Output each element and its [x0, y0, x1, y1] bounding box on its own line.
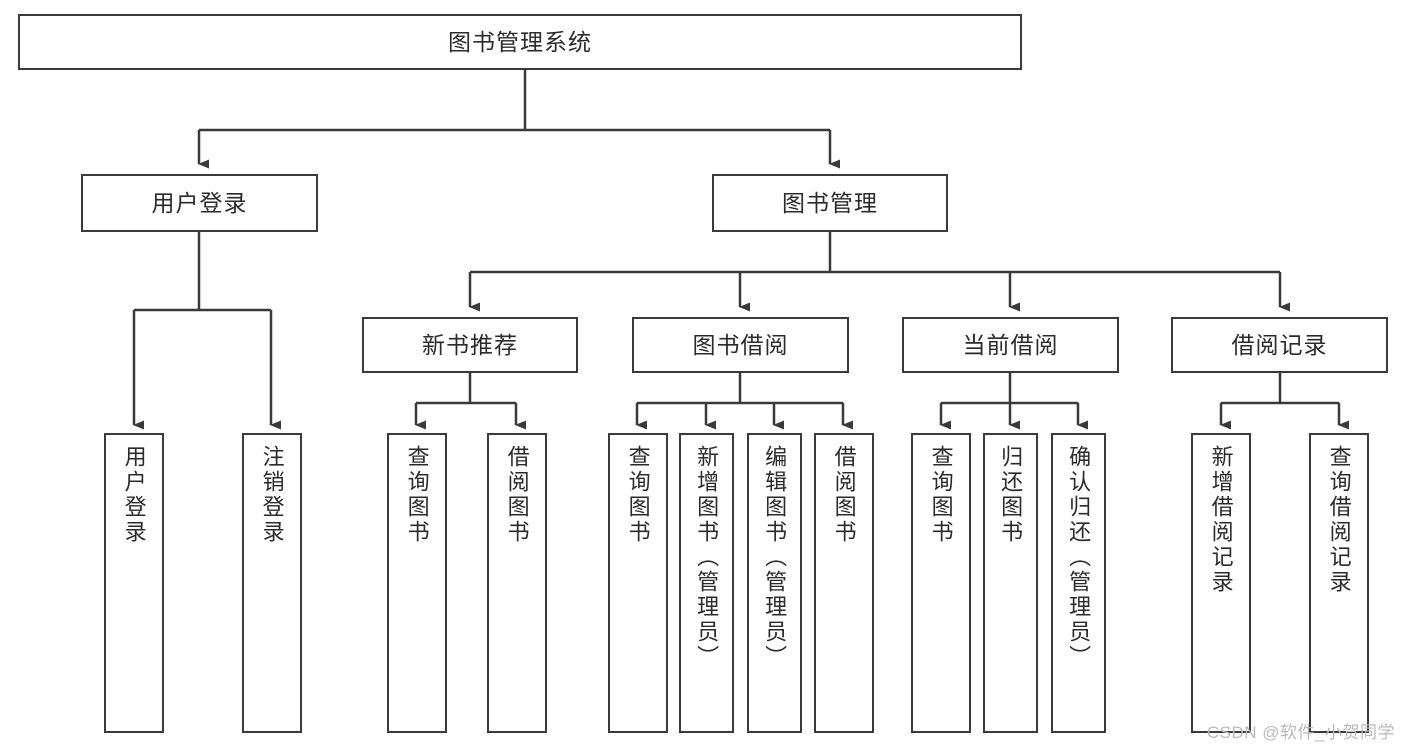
node-label: 新书推荐 [422, 331, 518, 358]
node-label: 编辑图书（管理员） [762, 445, 788, 670]
node-book-borrow[interactable]: 图书借阅 [632, 317, 849, 373]
node-borrow-record[interactable]: 借阅记录 [1171, 317, 1388, 373]
node-label: 借阅记录 [1231, 331, 1328, 358]
leaf-add-borrow-record[interactable]: 新增借阅记录 [1191, 433, 1251, 733]
leaf-confirm-return-admin[interactable]: 确认归还（管理员） [1051, 433, 1106, 733]
node-label: 查询图书 [928, 445, 954, 545]
node-current-borrow[interactable]: 当前借阅 [902, 317, 1119, 373]
leaf-user-login[interactable]: 用户登录 [104, 433, 164, 733]
node-label: 图书借阅 [692, 331, 789, 358]
leaf-borrow-book[interactable]: 借阅图书 [814, 433, 874, 733]
leaf-query-book-recommend[interactable]: 查询图书 [387, 433, 447, 733]
node-label: 图书管理系统 [448, 28, 592, 55]
node-root-book-management-system[interactable]: 图书管理系统 [18, 14, 1022, 70]
leaf-add-book-admin[interactable]: 新增图书（管理员） [679, 433, 734, 733]
node-label: 查询图书 [404, 445, 430, 545]
node-label: 用户登录 [121, 445, 147, 545]
node-label: 确认归还（管理员） [1066, 445, 1092, 670]
node-label: 借阅图书 [831, 445, 857, 545]
node-label: 查询图书 [625, 445, 651, 545]
watermark: CSDN @软件_小贺同学 [1206, 723, 1395, 742]
leaf-query-book-borrow[interactable]: 查询图书 [608, 433, 668, 733]
leaf-query-book-current[interactable]: 查询图书 [911, 433, 971, 733]
node-label: 查询借阅记录 [1326, 445, 1352, 595]
node-label: 用户登录 [151, 189, 248, 216]
node-label: 新增图书（管理员） [694, 445, 720, 670]
leaf-logout[interactable]: 注销登录 [242, 433, 302, 733]
node-label: 借阅图书 [504, 445, 530, 545]
leaf-borrow-book-recommend[interactable]: 借阅图书 [487, 433, 547, 733]
node-label: 注销登录 [259, 445, 285, 545]
leaf-edit-book-admin[interactable]: 编辑图书（管理员） [747, 433, 802, 733]
node-book-management[interactable]: 图书管理 [712, 174, 948, 232]
node-user-login[interactable]: 用户登录 [81, 174, 318, 232]
leaf-query-borrow-record[interactable]: 查询借阅记录 [1309, 433, 1369, 733]
node-label: 图书管理 [782, 189, 878, 216]
leaf-return-book[interactable]: 归还图书 [983, 433, 1038, 733]
node-new-book-recommend[interactable]: 新书推荐 [362, 317, 578, 373]
node-label: 当前借阅 [962, 331, 1059, 358]
node-label: 归还图书 [998, 445, 1024, 545]
node-label: 新增借阅记录 [1208, 445, 1234, 595]
